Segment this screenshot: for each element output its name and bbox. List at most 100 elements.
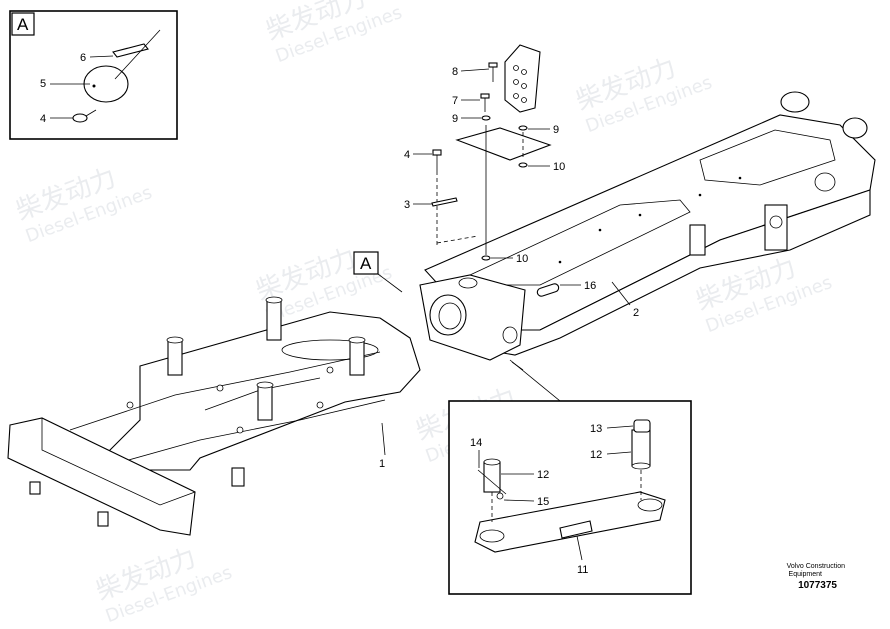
link-plate — [559, 520, 593, 539]
rear-cutout — [281, 339, 379, 361]
label-15: 15 — [537, 496, 549, 508]
pin-12-right-bottom — [631, 462, 651, 470]
link-detail-panel: 14 12 15 13 12 11 — [448, 359, 692, 595]
reference-a-arrow — [377, 273, 403, 293]
callout-wedge — [509, 359, 562, 402]
washer-9-right — [518, 125, 528, 131]
post-top-center — [265, 296, 283, 304]
bolt-hole — [316, 401, 324, 409]
label-6: 6 — [80, 52, 86, 64]
bolt-hole — [126, 401, 134, 409]
link-bar — [474, 491, 666, 553]
bracket-hole — [513, 65, 519, 71]
pin-12-right — [631, 429, 651, 467]
label-11: 11 — [577, 564, 588, 576]
pin-3 — [431, 197, 458, 207]
frame-opening-front — [699, 129, 836, 186]
detail-a-letter: A — [17, 15, 29, 34]
link-eye-right — [637, 498, 663, 512]
label-8: 8 — [452, 66, 458, 78]
caption-number: 1077375 — [798, 580, 837, 591]
leader-13 — [606, 425, 634, 429]
label-7: 7 — [452, 95, 458, 107]
foot-2 — [97, 511, 109, 527]
label-12-right: 12 — [590, 449, 602, 461]
front-frame-assembly — [419, 91, 876, 361]
label-12-left: 12 — [537, 469, 549, 481]
nut-10-top — [518, 162, 528, 168]
bolt-hole — [326, 366, 334, 374]
head-side-hole — [502, 326, 518, 344]
leader-15 — [503, 499, 535, 502]
bolt-hole — [216, 384, 224, 392]
post-top-mid — [256, 381, 274, 389]
step-bracket-assembly: 8 7 9 9 10 4 3 10 16 2 — [404, 44, 639, 319]
detail-a-tag — [11, 12, 35, 36]
label-2: 2 — [633, 307, 639, 319]
washer-disc-part — [83, 65, 129, 103]
bumper-face — [41, 418, 196, 506]
bracket-hole — [521, 97, 527, 103]
front-pin-hole — [814, 172, 836, 192]
foot-3 — [29, 481, 41, 495]
reference-a-tag — [353, 251, 379, 275]
label-9-left: 9 — [452, 113, 458, 125]
caption-block: Volvo Construction Equipment 1077375 — [787, 563, 845, 591]
front-boss-right — [842, 117, 868, 139]
head-top-hole — [458, 277, 478, 289]
plate-part — [112, 43, 149, 58]
foot-1 — [231, 467, 245, 487]
post-left — [167, 339, 183, 376]
leader-1 — [381, 422, 386, 456]
leader-11 — [576, 535, 583, 561]
reference-a-letter: A — [360, 254, 372, 273]
disc-dot — [92, 84, 96, 88]
slot-part — [536, 283, 560, 297]
post-mid — [257, 384, 273, 421]
caption-line-1: Volvo Construction — [787, 563, 845, 570]
detail-a-panel: A 6 5 4 — [9, 10, 178, 140]
rivet — [738, 176, 742, 180]
bolt-4-head — [432, 149, 442, 156]
bolt-shaft — [85, 109, 97, 117]
leader-12-right — [606, 451, 632, 455]
label-1: 1 — [379, 458, 385, 470]
detail-a-reference: A — [353, 251, 403, 293]
leader-6 — [89, 55, 114, 58]
side-bracket-hole — [769, 215, 783, 229]
bolt-7-head — [480, 93, 490, 99]
cap-13 — [633, 419, 651, 433]
post-center — [266, 299, 282, 341]
rivet — [698, 193, 702, 197]
assembly-dash — [436, 235, 479, 244]
articulation-bore-inner — [438, 302, 462, 330]
label-10-mid: 10 — [516, 253, 528, 265]
post-top-left — [166, 336, 184, 344]
label-5: 5 — [40, 78, 46, 90]
leader-8 — [460, 68, 490, 72]
bolt-hole — [236, 426, 244, 434]
rivet — [638, 213, 642, 217]
label-4-detail: 4 — [40, 113, 46, 125]
label-14: 14 — [470, 437, 482, 449]
link-eye-left — [479, 529, 505, 543]
side-lug — [689, 224, 706, 256]
nut-10-mid — [481, 255, 491, 261]
rivet — [558, 260, 562, 264]
pin-14 — [477, 469, 507, 495]
label-3: 3 — [404, 199, 410, 211]
clip-15 — [496, 492, 504, 500]
rear-frame-assembly: 1 — [7, 296, 421, 536]
pin-12-left-top — [483, 458, 501, 466]
post-top-right — [348, 336, 366, 344]
bolt-8-head — [488, 62, 498, 68]
label-4-main: 4 — [404, 149, 410, 161]
label-10-top: 10 — [553, 161, 565, 173]
bracket-hole — [513, 79, 519, 85]
rear-rail-lower — [99, 399, 386, 469]
bracket-hole — [521, 83, 527, 89]
label-13: 13 — [590, 423, 602, 435]
washer-9-left — [481, 115, 491, 121]
bracket-hole — [521, 69, 527, 75]
